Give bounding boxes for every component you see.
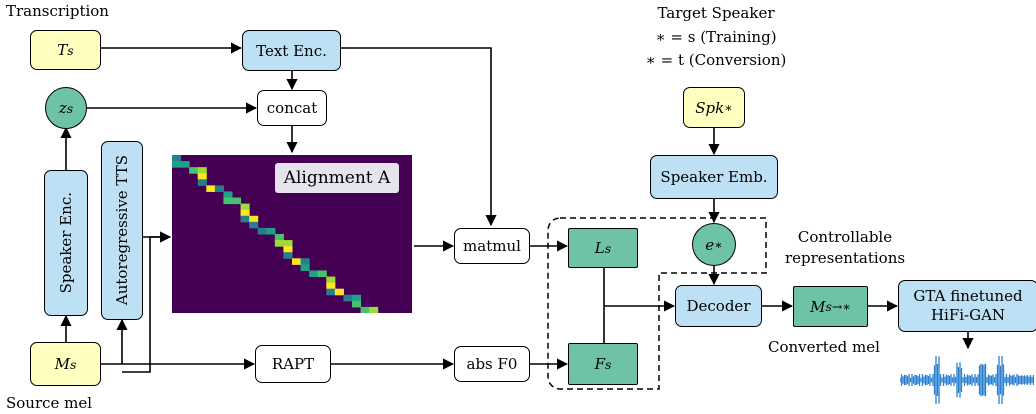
decoder-label: Decoder (686, 297, 751, 315)
alignment-cell (189, 167, 199, 174)
alignment-cell (326, 288, 336, 296)
alignment-cell (197, 179, 207, 186)
autoregressive-tts-label: Autoregressive TTS (113, 155, 131, 306)
alignment-cell (197, 167, 207, 174)
alignment-cell (240, 215, 250, 223)
ls-subscript: s (604, 240, 612, 256)
spk-symbol: Spk (695, 98, 725, 117)
abs-f0-box: abs F0 (454, 346, 530, 382)
alignment-cell (283, 252, 293, 259)
transcription-label: Transcription (6, 2, 109, 20)
converted-mel-label: Converted mel (768, 338, 880, 356)
alignment-cell (232, 197, 242, 205)
controllable-group-outline (547, 217, 767, 390)
matmul-label: matmul (463, 237, 521, 255)
concat-label: concat (266, 99, 318, 117)
alignment-cell (326, 276, 336, 284)
ts-symbol: T (57, 41, 68, 59)
conversion-case-label: ∗ = t (Conversion) (645, 51, 787, 69)
alignment-cell (274, 234, 284, 241)
text-encoder-box: Text Enc. (242, 30, 341, 71)
alignment-cell (240, 209, 250, 217)
ms-subscript: s (69, 356, 77, 372)
vocoder-label-line1: GTA finetuned (913, 287, 1023, 305)
alignment-cell (300, 264, 310, 271)
alignment-cell (214, 185, 224, 192)
abs-f0-label: abs F0 (466, 355, 518, 373)
alignment-cell (292, 258, 302, 265)
alignment-cell (249, 215, 259, 223)
vocoder-box: GTA finetuned HiFi-GAN (898, 280, 1036, 332)
speaker-encoder-box: Speaker Enc. (44, 170, 88, 316)
representations-label: representations (784, 249, 906, 267)
alignment-cell (300, 258, 310, 265)
alignment-cell (283, 246, 293, 253)
alignment-cell (326, 282, 336, 290)
rapt-label: RAPT (271, 355, 315, 373)
alignment-cell (249, 221, 259, 229)
output-waveform (900, 356, 1034, 404)
alignment-cell (180, 161, 190, 168)
alignment-cell (360, 306, 370, 313)
ts-subscript: s (67, 42, 74, 58)
speaker-embedding-label: Speaker Emb. (660, 168, 768, 186)
source-mel-label: Source mel (6, 394, 93, 412)
ls-symbol: L (594, 239, 605, 257)
alignment-cell (317, 270, 327, 278)
alignment-cell (266, 227, 276, 235)
alignment-cell (352, 294, 362, 302)
ms-symbol: M (54, 355, 70, 373)
speaker-encoder-label: Speaker Enc. (57, 192, 75, 294)
fs-symbol: F (594, 355, 605, 373)
alignment-cell (309, 270, 319, 278)
decoder-box: Decoder (675, 285, 762, 327)
fs-subscript: s (605, 356, 612, 372)
alignment-label: Alignment A (283, 168, 391, 188)
target-speaker-input-box: Spk∗ (683, 87, 745, 128)
alignment-cell (206, 185, 216, 192)
alignment-cell (223, 197, 233, 205)
alignment-cell (274, 240, 284, 247)
speaker-embedding-box: Speaker Emb. (650, 155, 778, 199)
matmul-box: matmul (454, 228, 530, 264)
alignment-cell (257, 227, 267, 235)
vocoder-label-line2: HiFi-GAN (930, 306, 1006, 324)
speaker-embedding-node: e∗ (692, 223, 736, 266)
rapt-box: RAPT (255, 345, 331, 383)
alignment-cell (223, 191, 233, 199)
m-conv-symbol: M (810, 297, 826, 316)
alignment-cell (369, 306, 379, 313)
alignment-cell (240, 203, 250, 211)
alignment-cell (352, 300, 362, 308)
alignment-cell (283, 240, 293, 247)
alignment-cell (197, 173, 207, 180)
text-encoder-label: Text Enc. (256, 41, 327, 60)
target-speaker-label: Target Speaker (657, 4, 775, 22)
m-conv-subscript: s→∗ (825, 299, 851, 314)
e-star-subscript: ∗ (714, 237, 723, 252)
concat-box: concat (257, 90, 327, 126)
alignment-cell (343, 294, 353, 302)
alignment-label-box: Alignment A (275, 163, 399, 193)
controllable-label: Controllable (797, 228, 893, 246)
e-star-symbol: e (705, 235, 715, 254)
alignment-cell (172, 161, 182, 168)
zs-subscript: s (66, 100, 74, 116)
autoregressive-tts-box: Autoregressive TTS (101, 141, 143, 320)
alignment-cell (334, 288, 344, 296)
training-case-label: ∗ = s (Training) (655, 28, 777, 46)
zs-symbol: z (58, 99, 67, 117)
alignment-cell (172, 155, 182, 162)
spk-subscript: ∗ (724, 100, 733, 115)
